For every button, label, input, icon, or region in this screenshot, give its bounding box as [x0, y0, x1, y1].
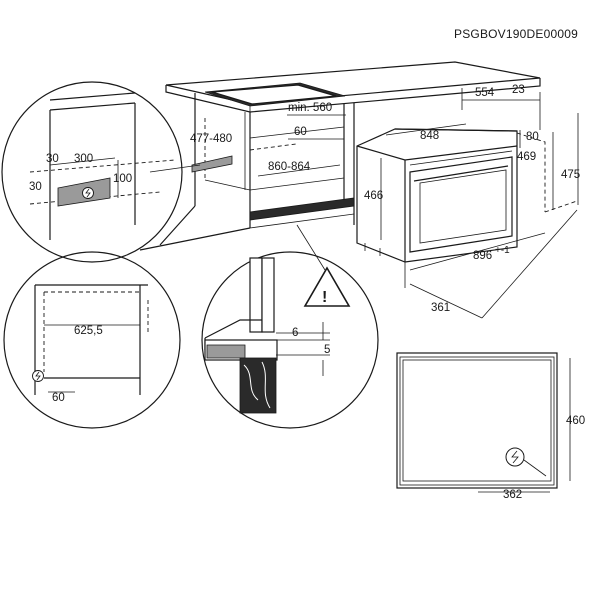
detail-socket-circle: 30 300 30 100 — [1, 81, 183, 263]
socket-zone — [191, 155, 233, 173]
dim-depth-cutout: min. 560 — [288, 102, 332, 114]
dim-body-height: 469 — [517, 151, 536, 163]
document-code: PSGBOV190DE00009 — [454, 27, 578, 41]
oven-dimensions: 554 23 848 80 469 475 466 896 +-1 361 — [364, 84, 580, 319]
dim-socket-offset-x: 30 — [46, 153, 59, 165]
dim-gap-lower: 5 — [324, 344, 330, 356]
oven-unit — [356, 128, 578, 263]
dim-socket-width: 300 — [74, 153, 93, 165]
dim-cutout-height: 477-480 — [190, 133, 232, 145]
dim-cutout-width: 860-864 — [268, 161, 311, 173]
warning-symbol: ! — [322, 289, 327, 306]
dim-front-width: 896 — [473, 250, 492, 262]
main-dimensions: min. 560 477-480 60 860-864 — [190, 102, 346, 190]
dim-setback: 60 — [294, 126, 307, 138]
dim-front-width-tolerance: +-1 — [495, 245, 510, 256]
dim-top-offset: 80 — [526, 131, 539, 143]
dim-side-depth: 361 — [431, 302, 450, 314]
power-socket-icon — [82, 187, 94, 199]
oven-handle — [413, 165, 509, 182]
kitchen-worktop — [139, 61, 541, 251]
worktop-section — [206, 344, 246, 359]
warning-triangle-icon: ! — [303, 266, 351, 307]
dim-gap-upper: 6 — [292, 327, 298, 339]
dim-socket-offset-y: 30 — [29, 181, 42, 193]
dim-oven-width: 848 — [420, 130, 439, 142]
detail-cabinet-circle: 625,5 60 — [3, 251, 181, 429]
dim-door-thickness: 23 — [512, 84, 525, 96]
power-socket-icon — [32, 370, 44, 382]
oven-window — [419, 169, 507, 244]
power-socket-icon — [505, 447, 525, 467]
dim-oven-height: 466 — [364, 190, 383, 202]
detail-section-circle: 6 5 — [201, 224, 379, 429]
rear-view: 460 362 — [396, 352, 585, 501]
dim-cabinet-inner-width: 625,5 — [74, 325, 103, 337]
dim-oven-depth: 554 — [475, 87, 495, 99]
dim-socket-height: 100 — [113, 173, 132, 185]
plinth-vent — [249, 197, 355, 221]
dim-rear-height: 460 — [566, 415, 585, 427]
dim-rear-socket-offset: 362 — [503, 489, 522, 501]
dim-cabinet-bottom-gap: 60 — [52, 392, 65, 404]
dim-front-height: 475 — [561, 169, 580, 181]
